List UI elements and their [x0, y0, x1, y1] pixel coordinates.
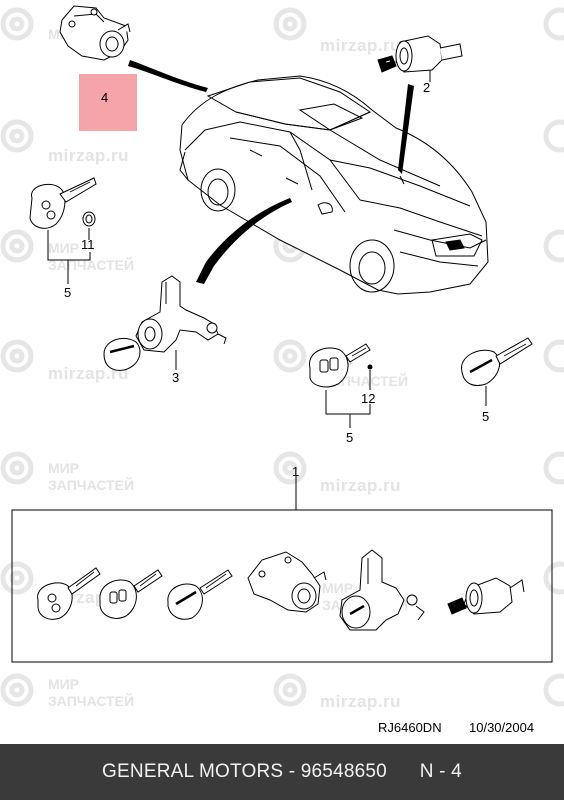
kit-ignition-lock-icon: [447, 577, 525, 615]
watermark-site: mirzap.ru: [48, 364, 130, 383]
drawing-code: RJ6460DN: [378, 720, 442, 735]
door-lock-cylinder-icon: [59, 5, 131, 61]
watermark-name-line1: МИР: [48, 676, 80, 692]
watermark-logo-icon: [273, 451, 307, 485]
watermark-site: mirzap.ru: [48, 146, 130, 165]
watermark-name-line2: ЗАПЧАСТЕЙ: [48, 257, 135, 273]
watermark-logo-icon: [273, 339, 307, 373]
watermark-site: mirzap.ru: [320, 476, 402, 495]
watermark-name-line1: МИР: [322, 580, 354, 596]
watermark-site: mirzap.ru: [320, 692, 402, 711]
ignition-lock-cylinder-icon: [377, 35, 463, 82]
key-icon: [461, 337, 533, 386]
watermark-site: mirzap.ru: [320, 36, 402, 55]
callout-2: 2: [423, 80, 431, 95]
watermark-name-line1: МИР: [48, 460, 80, 476]
kit-box: [11, 509, 553, 663]
watermark-logo-icon: [543, 7, 564, 707]
footer-bar: GENERAL MOTORS - 96548650 N - 4: [0, 744, 564, 800]
remote-key-icon: [309, 343, 371, 388]
callout-4: 4: [101, 90, 109, 105]
drawing-date: 10/30/2004: [469, 720, 535, 735]
kit-trunk-lock-icon: [339, 549, 425, 631]
trunk-lock-cylinder-icon: [103, 275, 227, 371]
car-illustration: [179, 75, 489, 295]
callout-12: 12: [361, 391, 376, 406]
watermark-name-line1: МИР: [48, 240, 80, 256]
watermark-logo-icon: [0, 561, 34, 595]
callout-5: 5: [346, 430, 354, 445]
callout-5: 5: [64, 285, 72, 300]
callout-1: 1: [292, 464, 300, 479]
watermark-name-line2: ЗАПЧАСТЕЙ: [48, 693, 135, 709]
watermark-logo-icon: [273, 673, 307, 707]
kit-remote-key-icon: [99, 569, 163, 619]
watermark-logo-icon: [0, 339, 34, 373]
screw-icon: [367, 364, 373, 390]
callout-11: 11: [81, 237, 95, 252]
callout-3: 3: [172, 370, 180, 385]
callout-5: 5: [482, 409, 490, 424]
watermark-logo-icon: [0, 119, 34, 153]
bracket-5b: [325, 390, 371, 415]
watermark-logo-icon: [0, 7, 34, 41]
watermark-name-line2: ЗАПЧАСТЕЙ: [48, 477, 135, 493]
watermark-logo-icon: [0, 673, 34, 707]
kit-key-icon: [167, 569, 233, 620]
footer-text: GENERAL MOTORS - 96548650 N - 4: [102, 761, 462, 782]
watermark-logo-icon: [273, 7, 307, 41]
highlight-box: [79, 74, 137, 131]
bracket-5a: [47, 230, 91, 261]
kit-door-lock-icon: [247, 551, 327, 613]
watermark-logo-icon: [0, 451, 34, 485]
battery-icon: [82, 211, 96, 227]
pointer-arrows: [128, 60, 414, 284]
remote-key-icon: [29, 177, 97, 229]
kit-remote-key-icon: [37, 567, 101, 620]
watermark-logo-icon: [0, 229, 34, 263]
